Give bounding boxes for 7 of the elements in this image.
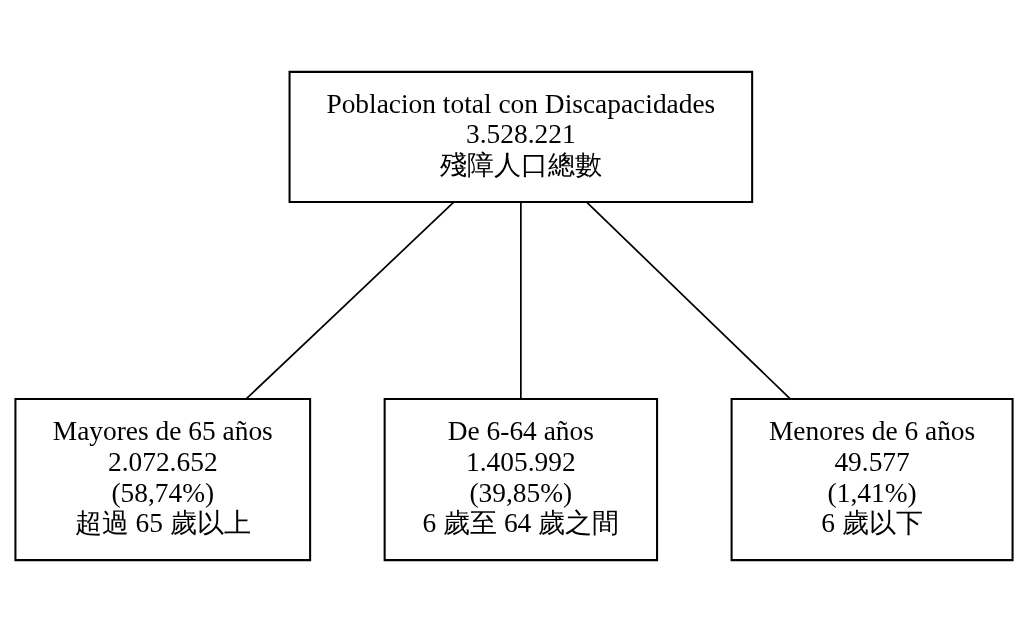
node-box: Poblacion total con Discapacidades 3.528.221 殘障人口總數 <box>288 70 754 204</box>
node-box: De 6-64 años 1.405.992 (39,85%) 6 歲至 64 歲之間 <box>383 398 659 562</box>
connector <box>245 201 455 400</box>
node-box: Mayores de 65 años 2.072.652 (58,74%) 超過 65 歲以上 <box>14 398 312 562</box>
connector <box>520 201 522 400</box>
connector <box>586 201 792 400</box>
node-box: Menores de 6 años 49.577 (1,41%) 6 歲以下 <box>730 398 1014 562</box>
